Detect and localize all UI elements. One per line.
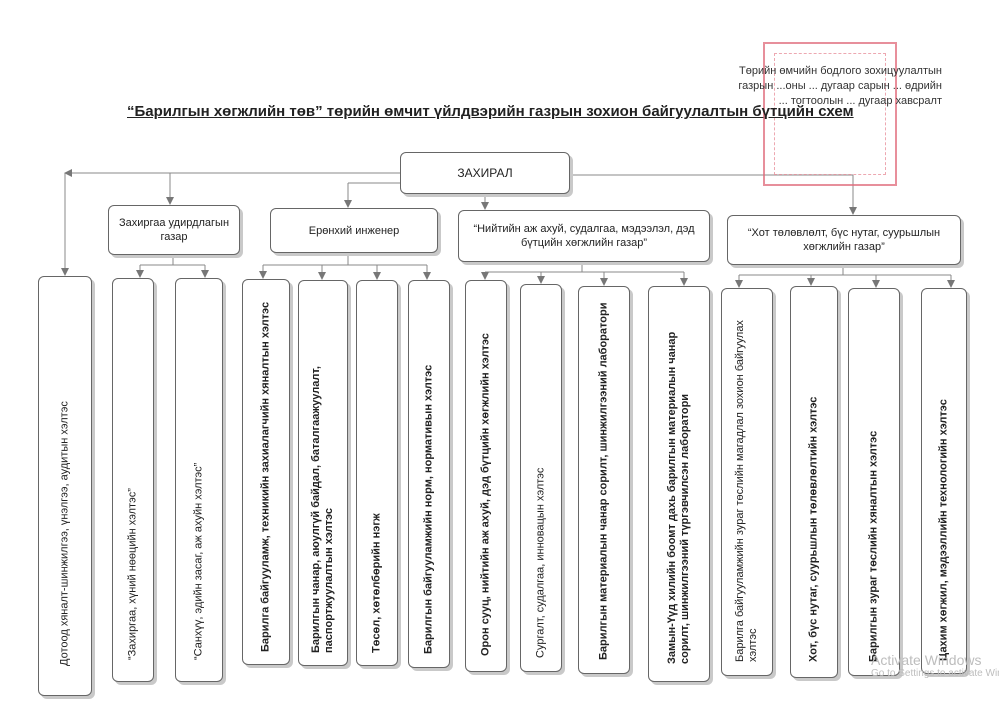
unit-digital-it: Цахим хөгжил, мэдээллийн технологийн хэл… — [921, 288, 967, 674]
unit-label: Барилгын материалын чанар сорилт, шинжил… — [597, 302, 610, 660]
unit-design-supervision: Барилгын зураг төслийн хяналтын хэлтэс — [848, 288, 900, 676]
approval-line-3: ... тогтоолын ... дугаар хавсралт — [778, 95, 942, 107]
diagram-title: “Барилгын хөгжлийн төв” төрийн өмчит үйл… — [127, 103, 854, 120]
department-label: Захиргаа удирдлагын газар — [118, 217, 230, 243]
unit-label: Замын-Үүд хилийн боомт дахь барилгын мат… — [666, 331, 691, 664]
unit-regional-planning: Хот, бүс нутаг, суурьшлын төлөвлөлтийн х… — [790, 286, 838, 678]
department-utilities-research: “Нийтийн аж ахуй, судалгаа, мэдээлэл, дэ… — [458, 210, 710, 262]
unit-label: Хот, бүс нутаг, суурьшлын төлөвлөлтийн х… — [807, 396, 820, 662]
unit-training-research: Сургалт, судалгаа, инновацын хэлтэс — [520, 284, 562, 672]
unit-label: Сургалт, судалгаа, инновацын хэлтэс — [534, 467, 547, 658]
director-box: ЗАХИРАЛ — [400, 152, 570, 194]
department-label: Ерөнхий инженер — [308, 224, 400, 237]
watermark-line-2: Go to Settings to activate Windows. — [871, 668, 999, 679]
unit-technical-supervision: Барилга байгууламж, техникийн захиалагчи… — [242, 279, 290, 665]
unit-label: Дотоод хяналт-шинжилгээ, үнэлгээ, аудиты… — [58, 401, 71, 666]
unit-label: “Санхүү, эдийн засаг, аж ахуйн хэлтэс” — [192, 462, 205, 660]
unit-label: Барилгын зураг төслийн хяналтын хэлтэс — [867, 430, 880, 662]
unit-label: Барилга байгууламж, техникийн захиалагчи… — [259, 301, 272, 652]
department-admin: Захиргаа удирдлагын газар — [108, 205, 240, 255]
department-urban-planning: “Хот төлөвлөлт, бүс нутаг, суурьшлын хөг… — [727, 215, 961, 265]
unit-design-review: Барилга байгууламжийн зураг төслийн мага… — [721, 288, 773, 676]
unit-zamyn-uud-lab: Замын-Үүд хилийн боомт дахь барилгын мат… — [648, 286, 710, 682]
unit-label: Орон сууц, нийтийн аж ахуй, дэд бүтцийн … — [479, 333, 492, 656]
unit-internal-audit: Дотоод хяналт-шинжилгээ, үнэлгээ, аудиты… — [38, 276, 92, 696]
unit-finance: “Санхүү, эдийн засаг, аж ахуйн хэлтэс” — [175, 278, 223, 682]
windows-activation-watermark: Activate Windows Go to Settings to activ… — [871, 652, 999, 679]
unit-label: Барилга байгууламжийн зураг төслийн мага… — [734, 320, 759, 662]
unit-hr: “Захиргаа, хүний нөөцийн хэлтэс” — [112, 278, 154, 682]
department-label: “Нийтийн аж ахуй, судалгаа, мэдээлэл, дэ… — [473, 223, 695, 249]
department-label: “Хот төлөвлөлт, бүс нутаг, суурьшлын хөг… — [747, 227, 941, 253]
unit-materials-lab: Барилгын материалын чанар сорилт, шинжил… — [578, 286, 630, 674]
unit-projects: Төсөл, хөтөлбөрийн нэгж — [356, 280, 398, 666]
approval-note: Төрийн өмчийн бодлого зохицуулалтын газр… — [636, 64, 942, 109]
department-chief-engineer: Ерөнхий инженер — [270, 208, 438, 253]
director-label: ЗАХИРАЛ — [457, 166, 513, 180]
unit-label: “Захиргаа, хүний нөөцийн хэлтэс” — [126, 488, 139, 660]
unit-quality-safety: Барилгын чанар, аюулгүй байдал, баталгаа… — [298, 280, 348, 666]
approval-line-1: Төрийн өмчийн бодлого зохицуулалтын — [739, 65, 942, 77]
unit-label: Барилгын байгууламжийн норм, нормативын … — [422, 364, 435, 654]
unit-label: Барилгын чанар, аюулгүй байдал, баталгаа… — [310, 366, 335, 653]
unit-housing-utilities: Орон сууц, нийтийн аж ахуй, дэд бүтцийн … — [465, 280, 507, 672]
unit-label: Төсөл, хөтөлбөрийн нэгж — [370, 513, 383, 653]
watermark-line-1: Activate Windows — [871, 652, 982, 668]
approval-line-2: газрын ...оны ... дугаар сарын ... өдрий… — [738, 80, 942, 92]
unit-norms: Барилгын байгууламжийн норм, нормативын … — [408, 280, 450, 668]
unit-label: Цахим хөгжил, мэдээллийн технологийн хэл… — [937, 399, 950, 661]
